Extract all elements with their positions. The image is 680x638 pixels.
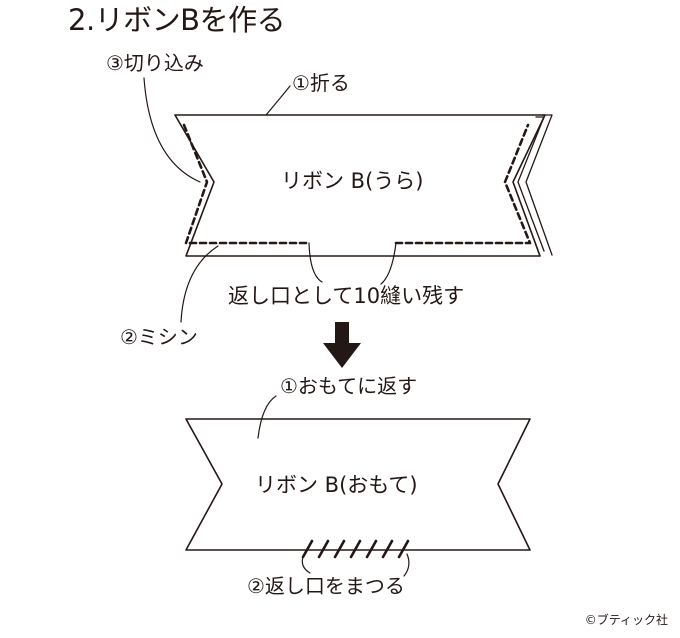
slipstitch-leader-right bbox=[403, 553, 410, 577]
label-turn: ①おもてに返す bbox=[280, 374, 418, 398]
opening-leader-right bbox=[380, 242, 397, 285]
stitch-line bbox=[182, 123, 532, 245]
cut-leader bbox=[143, 77, 201, 183]
slipstitch-marks bbox=[301, 539, 410, 559]
label-slipstitch: ②返し口をまつる bbox=[247, 574, 405, 598]
label-fold: ①折る bbox=[292, 71, 350, 95]
page-title: 2.リボンBを作る bbox=[68, 3, 286, 37]
fold-leader bbox=[265, 85, 291, 116]
down-arrow-icon bbox=[323, 322, 361, 368]
ribbon-back-shape bbox=[174, 114, 553, 257]
label-ribbon-back: リボン B(うら) bbox=[281, 169, 424, 193]
label-ribbon-front: リボン B(おもて) bbox=[255, 473, 418, 497]
turn-leader bbox=[257, 395, 277, 439]
label-sew: ②ミシン bbox=[120, 325, 198, 349]
opening-leader-left bbox=[308, 242, 323, 283]
slipstitch-leader-left bbox=[301, 556, 311, 574]
label-cut: ③切り込み bbox=[106, 51, 204, 75]
ribbon-front-shape bbox=[185, 418, 531, 551]
copyright-text: ©ブティック社 bbox=[584, 613, 668, 627]
label-opening: 返し口として10縫い残す bbox=[228, 284, 465, 308]
sew-leader bbox=[180, 245, 219, 323]
